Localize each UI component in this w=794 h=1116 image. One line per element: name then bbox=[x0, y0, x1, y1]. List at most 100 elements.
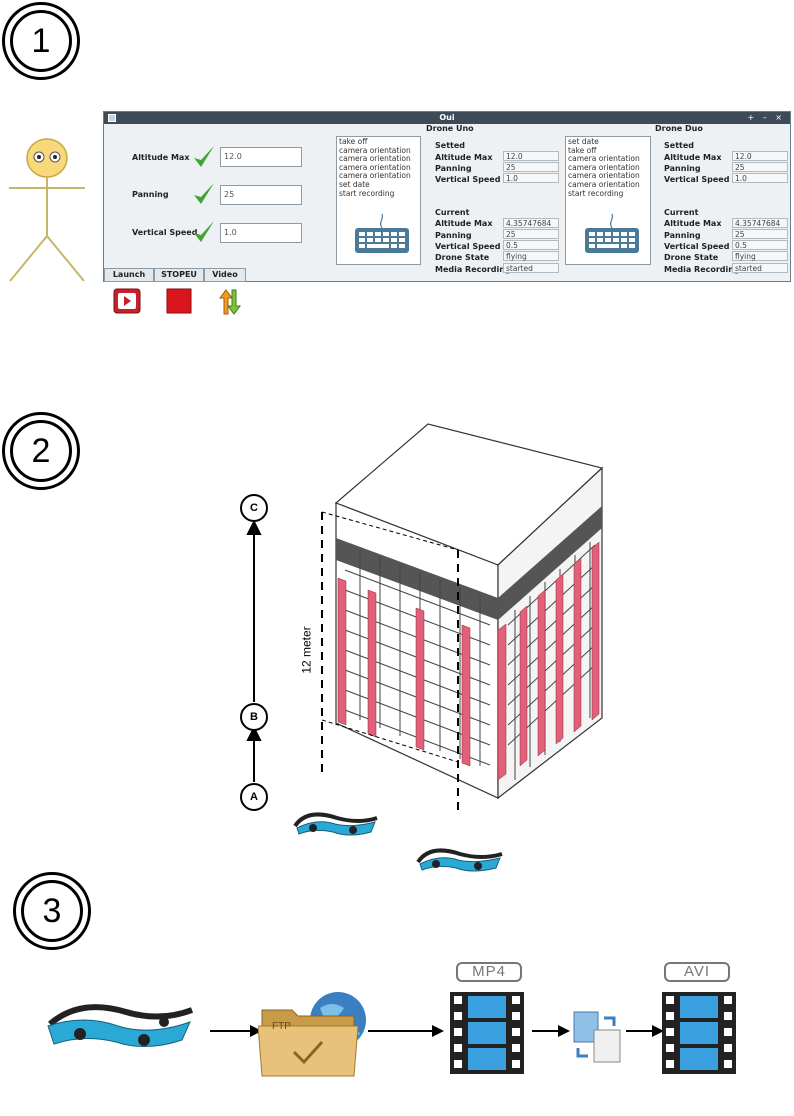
drone-duo-setted-altitude-value: 12.0 bbox=[732, 151, 788, 161]
tab-video[interactable]: Video bbox=[204, 268, 246, 282]
drone-uno-setted-panning-value: 25 bbox=[503, 162, 559, 172]
panning-input[interactable]: 25 bbox=[220, 185, 302, 205]
drone-uno-current-panning-value: 25 bbox=[503, 229, 559, 239]
drone-uno-title: Drone Uno bbox=[426, 124, 474, 133]
drone-icon bbox=[47, 1004, 194, 1048]
window-title: Oui bbox=[439, 113, 455, 122]
drone-uno-current-heading: Current bbox=[435, 208, 470, 217]
waypoint-c: C bbox=[240, 494, 268, 522]
tab-stopeu[interactable]: STOPEU bbox=[154, 268, 204, 282]
arrow-right-icon bbox=[532, 1025, 570, 1037]
waypoint-a: A bbox=[240, 783, 268, 811]
vspeed-input[interactable]: 1.0 bbox=[220, 223, 302, 243]
check-icon bbox=[194, 221, 214, 242]
mp4-badge: MP4 bbox=[456, 962, 522, 982]
drone-duo-current-altitude-label: Altitude Max bbox=[664, 219, 722, 228]
drone-uno-current-media-label: Media Recording bbox=[435, 265, 511, 274]
log-line: take off bbox=[568, 145, 597, 155]
log-line: camera orientation bbox=[568, 171, 640, 181]
play-icon[interactable] bbox=[113, 288, 141, 314]
log-line: camera orientation bbox=[339, 171, 411, 181]
drone-duo-current-media-label: Media Recording bbox=[664, 265, 740, 274]
transfer-arrows-icon[interactable] bbox=[218, 288, 242, 316]
log-line: start recording bbox=[339, 188, 395, 198]
arrow-right-icon bbox=[368, 1025, 444, 1037]
step-1-marker: 1 bbox=[2, 2, 80, 80]
drone-duo-current-vspeed-label: Vertical Speed bbox=[664, 242, 730, 251]
drone-duo-setted-vspeed-value: 1.0 bbox=[732, 173, 788, 183]
log-line: set date bbox=[568, 137, 599, 146]
operator-stickman-icon bbox=[9, 138, 85, 282]
keyboard-icon bbox=[355, 213, 409, 253]
control-app-window: Oui + – × Altitude Max 12.0 Panning 25 V… bbox=[103, 111, 791, 282]
log-line: camera orientation bbox=[339, 154, 411, 164]
drone-duo-current-state-value: flying bbox=[732, 251, 788, 261]
panning-label: Panning bbox=[132, 190, 169, 199]
drone-uno-setted-vspeed-label: Vertical Speed bbox=[435, 175, 501, 184]
drone-duo-current-heading: Current bbox=[664, 208, 699, 217]
avi-badge: AVI bbox=[664, 962, 730, 982]
ftp-label: FTP bbox=[272, 1021, 291, 1032]
film-icon bbox=[662, 992, 736, 1074]
drone-duo-setted-altitude-label: Altitude Max bbox=[664, 153, 722, 162]
log-line: camera orientation bbox=[568, 162, 640, 172]
drone-duo-current-altitude-value: 4.35747684 bbox=[732, 218, 788, 228]
step-1-number: 1 bbox=[31, 21, 51, 60]
drone-duo-title: Drone Duo bbox=[655, 124, 703, 133]
altitude-label: Altitude Max bbox=[132, 153, 190, 162]
ftp-folder-icon bbox=[258, 992, 366, 1077]
drone-uno-current-altitude-label: Altitude Max bbox=[435, 219, 493, 228]
tab-launch[interactable]: Launch bbox=[104, 268, 154, 282]
drone-uno-setted-altitude-value: 12.0 bbox=[503, 151, 559, 161]
log-line: camera orientation bbox=[568, 179, 640, 189]
drone-duo-current-state-label: Drone State bbox=[664, 253, 719, 262]
log-line: set date bbox=[339, 179, 370, 189]
app-icon bbox=[108, 114, 116, 122]
waypoint-b: B bbox=[240, 703, 268, 731]
drone-duo-current-panning-label: Panning bbox=[664, 231, 701, 240]
window-controls[interactable]: + – × bbox=[747, 113, 785, 122]
arrow-right-icon bbox=[626, 1025, 664, 1037]
keyboard-icon bbox=[585, 213, 639, 253]
arrow-right-icon bbox=[210, 1025, 262, 1037]
step-2-marker: 2 bbox=[2, 412, 80, 490]
check-icon bbox=[194, 146, 214, 167]
log-line: camera orientation bbox=[339, 145, 411, 155]
drone-uno-setted-altitude-label: Altitude Max bbox=[435, 153, 493, 162]
drone-uno-setted-panning-label: Panning bbox=[435, 164, 472, 173]
drone-uno-current-state-label: Drone State bbox=[435, 253, 490, 262]
drone-uno-current-vspeed-value: 0.5 bbox=[503, 240, 559, 250]
log-line: start recording bbox=[568, 188, 624, 198]
drone-icon bbox=[293, 812, 378, 836]
step-3-number: 3 bbox=[42, 891, 62, 930]
drone-duo-current-panning-value: 25 bbox=[732, 229, 788, 239]
vspeed-label: Vertical Speed bbox=[132, 228, 198, 237]
drone-uno-current-media-value: started bbox=[503, 263, 559, 273]
film-icon bbox=[450, 992, 524, 1074]
stop-icon[interactable] bbox=[166, 288, 192, 314]
altitude-input[interactable]: 12.0 bbox=[220, 147, 302, 167]
drone-uno-setted-vspeed-value: 1.0 bbox=[503, 173, 559, 183]
drone-duo-setted-vspeed-label: Vertical Speed bbox=[664, 175, 730, 184]
drone-uno-current-panning-label: Panning bbox=[435, 231, 472, 240]
step-2-number: 2 bbox=[31, 431, 51, 470]
building-flight-diagram bbox=[246, 423, 604, 812]
check-icon bbox=[194, 183, 214, 204]
height-label: 12 meter bbox=[299, 626, 314, 674]
window-titlebar: Oui + – × bbox=[104, 112, 790, 124]
drone-uno-current-vspeed-label: Vertical Speed bbox=[435, 242, 501, 251]
drone-icon bbox=[416, 848, 503, 872]
drone-duo-current-vspeed-value: 0.5 bbox=[732, 240, 788, 250]
drone-duo-setted-heading: Setted bbox=[664, 141, 694, 150]
log-line: take off bbox=[339, 137, 368, 146]
drone-uno-current-state-value: flying bbox=[503, 251, 559, 261]
log-line: camera orientation bbox=[339, 162, 411, 172]
convert-icon bbox=[573, 1011, 621, 1063]
drone-duo-setted-panning-label: Panning bbox=[664, 164, 701, 173]
log-line: camera orientation bbox=[568, 154, 640, 164]
drone-uno-setted-heading: Setted bbox=[435, 141, 465, 150]
drone-uno-current-altitude-value: 4.35747684 bbox=[503, 218, 559, 228]
step-3-marker: 3 bbox=[13, 872, 91, 950]
drone-duo-log: set date take off camera orientation cam… bbox=[565, 136, 651, 265]
drone-duo-setted-panning-value: 25 bbox=[732, 162, 788, 172]
